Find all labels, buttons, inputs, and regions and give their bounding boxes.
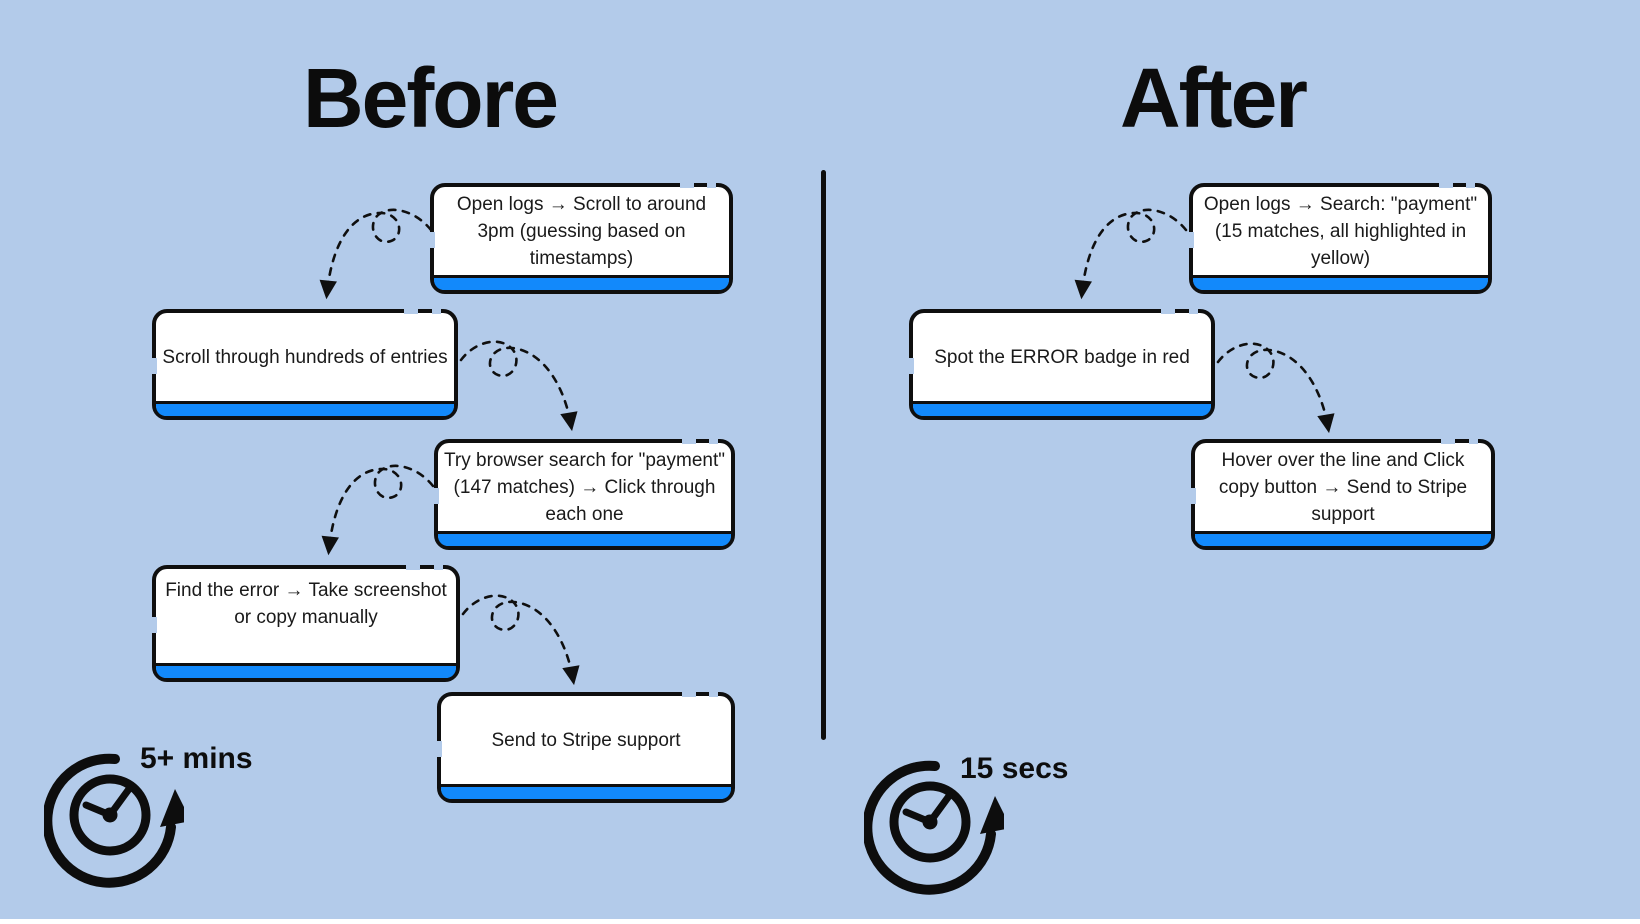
before-step-label-3: Try browser search for "payment" (147 ma… [444,449,725,525]
after-duration-label: 15 secs [960,752,1069,785]
bottom-edge-strip [0,919,1640,924]
card-accent-strip [156,401,454,416]
after-step-label-2: Spot the ERROR badge in red [934,346,1190,368]
before-step-label-4: Find the error → Take screenshot or copy… [165,580,447,628]
after-step-label-1: Open logs → Search: "payment" (15 matche… [1203,193,1478,269]
card-accent-strip [156,663,456,678]
after-step-label-3: Hover over the line and Click copy butto… [1218,449,1468,525]
before-step-label-5: Send to Stripe support [491,729,681,751]
before-step-label-2: Scroll through hundreds of entries [162,346,448,368]
before-duration-label: 5+ mins [140,742,253,775]
after-step-card-1: Open logs → Search: "payment" (15 matche… [1189,183,1492,294]
loop-doodle-arrow-icon [1074,208,1188,300]
loop-doodle-arrow-icon [461,594,580,686]
before-step-card-1: Open logs → Scroll to around 3pm (guessi… [430,183,733,294]
before-step-label-1: Open logs → Scroll to around 3pm (guessi… [456,193,707,269]
loop-doodle-arrow-icon [319,208,433,300]
clock-rewind-icon [864,760,1004,895]
card-accent-strip [441,784,731,799]
before-step-card-5: Send to Stripe support [437,692,735,803]
card-accent-strip [1195,531,1491,546]
vertical-divider [821,170,826,740]
loop-doodle-arrow-icon [321,464,435,556]
after-step-card-3: Hover over the line and Click copy butto… [1191,439,1495,550]
loop-doodle-arrow-icon [459,340,578,432]
clock-rewind-icon [44,753,184,888]
loop-doodle-arrow-icon [1216,342,1335,434]
before-step-card-4: Find the error → Take screenshot or copy… [152,565,460,682]
card-accent-strip [434,275,729,290]
before-step-card-3: Try browser search for "payment" (147 ma… [434,439,735,550]
before-step-card-2: Scroll through hundreds of entries [152,309,458,420]
card-accent-strip [913,401,1211,416]
card-accent-strip [438,531,731,546]
card-accent-strip [1193,275,1488,290]
after-step-card-2: Spot the ERROR badge in red [909,309,1215,420]
after-title: After [1119,51,1308,145]
before-title: Before [302,51,559,145]
